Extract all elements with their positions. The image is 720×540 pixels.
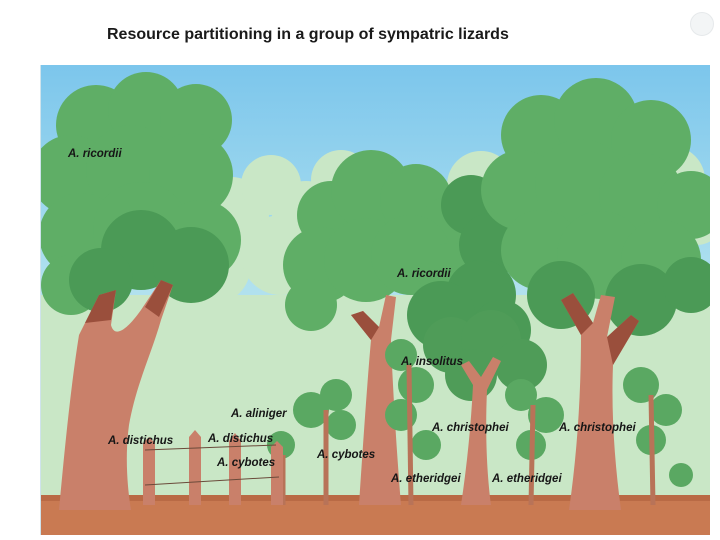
corner-circle-icon — [690, 12, 714, 36]
label-christophei-mid: A. christophei — [431, 422, 509, 434]
right-large-tree — [481, 78, 710, 510]
forest-illustration: A. ricordii A. ricordii A. insolitus A. … — [40, 65, 710, 535]
label-insolitus: A. insolitus — [400, 356, 463, 368]
label-etheridgei-right: A. etheridgei — [491, 473, 562, 485]
christophei-tree — [423, 310, 547, 505]
label-ricordii-trunk: A. ricordii — [396, 268, 451, 280]
label-cybotes-left: A. cybotes — [216, 457, 275, 469]
stumps — [143, 430, 283, 505]
label-ricordii-canopy: A. ricordii — [67, 148, 122, 160]
diagram-title: Resource partitioning in a group of symp… — [107, 26, 509, 43]
label-distichus-left: A. distichus — [107, 435, 173, 447]
label-aliniger: A. aliniger — [230, 408, 287, 420]
label-cybotes-right: A. cybotes — [316, 449, 375, 461]
stump-vines — [144, 444, 280, 486]
left-large-trunk — [59, 280, 173, 510]
label-distichus-mid: A. distichus — [207, 433, 273, 445]
label-christophei-right: A. christophei — [558, 422, 636, 434]
left-large-tree — [41, 72, 241, 510]
label-etheridgei-left: A. etheridgei — [390, 473, 461, 485]
